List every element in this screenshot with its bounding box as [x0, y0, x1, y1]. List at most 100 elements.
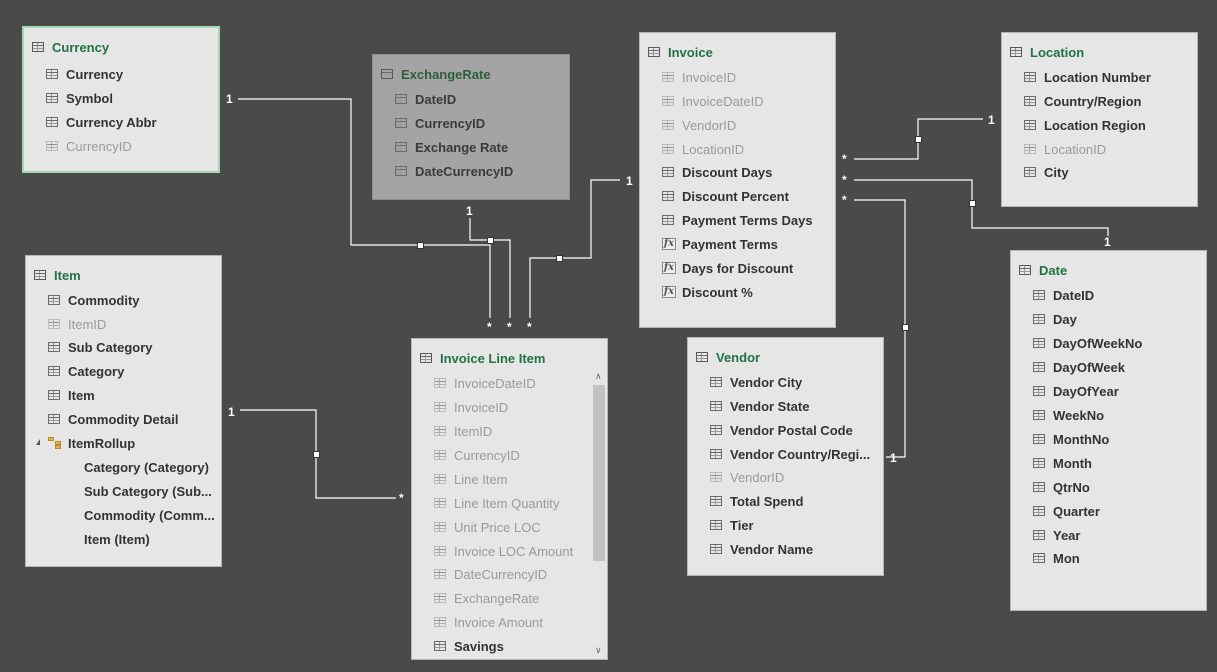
direction-marker[interactable] [417, 242, 424, 249]
column-row[interactable]: DayOfYear [1033, 382, 1119, 400]
table-header[interactable]: Invoice Line Item [420, 349, 545, 367]
direction-marker[interactable] [969, 200, 976, 207]
column-row[interactable]: DayOfWeek [1033, 358, 1125, 376]
column-row[interactable]: Vendor City [710, 373, 802, 391]
column-row[interactable]: Symbol [46, 89, 113, 107]
column-row-hidden[interactable]: ExchangeRate [434, 589, 539, 607]
column-row-hidden[interactable]: CurrencyID [434, 446, 520, 464]
scroll-down-icon[interactable]: ∨ [595, 645, 602, 655]
column-row[interactable]: MonthNo [1033, 430, 1109, 448]
table-header[interactable]: Item [34, 266, 81, 284]
column-row[interactable]: Payment Terms Days [662, 211, 813, 229]
column-row-hidden[interactable]: InvoiceDateID [434, 374, 536, 392]
column-row-hidden[interactable]: LocationID [1024, 140, 1106, 158]
table-header[interactable]: Location [1010, 43, 1084, 61]
column-name: Payment Terms [682, 236, 778, 252]
column-row[interactable]: Discount Days [662, 163, 772, 181]
table-column-icon [434, 402, 446, 412]
column-row[interactable]: Vendor Postal Code [710, 421, 853, 439]
column-row-hidden[interactable]: VendorID [662, 116, 736, 134]
vertical-scrollbar[interactable]: ∧ ∨ [592, 369, 606, 658]
column-row-hidden[interactable]: Line Item Quantity [434, 494, 560, 512]
column-row[interactable]: Quarter [1033, 502, 1100, 520]
column-row-hidden[interactable]: Invoice Amount [434, 613, 543, 631]
scrollbar-thumb[interactable] [593, 385, 605, 561]
column-row-hidden[interactable]: InvoiceID [662, 68, 736, 86]
column-row-hidden[interactable]: InvoiceDateID [662, 92, 764, 110]
column-name: DateID [1053, 287, 1095, 303]
hierarchy-level[interactable]: Commodity (Comm... [84, 506, 215, 524]
column-row[interactable]: Sub Category [48, 338, 153, 356]
column-row-hidden[interactable]: InvoiceID [434, 398, 508, 416]
column-row[interactable]: Currency [46, 65, 123, 83]
column-row[interactable]: Vendor Name [710, 540, 813, 558]
table-currency[interactable]: Currency Currency Symbol Currency Abbr C… [22, 26, 220, 173]
table-header[interactable]: Currency [32, 38, 109, 56]
column-row[interactable]: Mon [1033, 549, 1080, 567]
column-row[interactable]: Location Region [1024, 116, 1146, 134]
column-row[interactable]: DateID [395, 90, 456, 108]
table-header[interactable]: Invoice [648, 43, 713, 61]
direction-marker[interactable] [487, 237, 494, 244]
hierarchy-level[interactable]: Item (Item) [84, 530, 150, 548]
column-row[interactable]: City [1024, 163, 1069, 181]
column-row[interactable]: QtrNo [1033, 478, 1090, 496]
hierarchy-level[interactable]: Category (Category) [84, 458, 209, 476]
column-row[interactable]: DayOfWeekNo [1033, 334, 1142, 352]
column-row-hidden[interactable]: LocationID [662, 140, 744, 158]
column-row[interactable]: Category [48, 362, 124, 380]
column-row[interactable]: Currency Abbr [46, 113, 157, 131]
column-row[interactable]: Country/Region [1024, 92, 1142, 110]
direction-marker[interactable] [915, 136, 922, 143]
direction-marker[interactable] [556, 255, 563, 262]
column-row-hidden[interactable]: ItemID [48, 315, 106, 333]
table-invoice-line-item[interactable]: Invoice Line Item InvoiceDateID InvoiceI… [411, 338, 608, 660]
table-date[interactable]: Date DateID Day DayOfWeekNo DayOfWeek Da… [1010, 250, 1207, 611]
column-row[interactable]: Vendor Country/Regi... [710, 445, 870, 463]
column-row[interactable]: CurrencyID [395, 114, 485, 132]
column-row-hidden[interactable]: ItemID [434, 422, 492, 440]
column-row[interactable]: Commodity Detail [48, 410, 179, 428]
column-row[interactable]: DateCurrencyID [395, 162, 513, 180]
column-row[interactable]: Tier [710, 516, 754, 534]
direction-marker[interactable] [313, 451, 320, 458]
column-row[interactable]: Commodity [48, 291, 140, 309]
table-location[interactable]: Location Location Number Country/Region … [1001, 32, 1198, 207]
column-row[interactable]: Exchange Rate [395, 138, 508, 156]
column-row-hidden[interactable]: Unit Price LOC [434, 518, 541, 536]
column-row-hidden[interactable]: Line Item [434, 470, 507, 488]
column-row[interactable]: DateID [1033, 286, 1094, 304]
column-row[interactable]: Discount Percent [662, 187, 789, 205]
column-name: InvoiceDateID [682, 93, 764, 109]
hierarchy-row[interactable]: ItemRollup [36, 434, 135, 452]
collapse-triangle-icon[interactable] [36, 439, 40, 445]
column-row[interactable]: Day [1033, 310, 1077, 328]
column-row[interactable]: Year [1033, 526, 1080, 544]
column-row-hidden[interactable]: VendorID [710, 468, 784, 486]
column-row-hidden[interactable]: CurrencyID [46, 137, 132, 155]
table-header[interactable]: Date [1019, 261, 1067, 279]
column-row[interactable]: Location Number [1024, 68, 1151, 86]
column-row[interactable]: Total Spend [710, 492, 803, 510]
column-row-hidden[interactable]: Invoice LOC Amount [434, 542, 573, 560]
column-row[interactable]: Month [1033, 454, 1092, 472]
table-header[interactable]: Vendor [696, 348, 760, 366]
table-exchangerate[interactable]: ExchangeRate DateID CurrencyID Exchange … [372, 54, 570, 200]
column-row[interactable]: WeekNo [1033, 406, 1104, 424]
column-row[interactable]: Item [48, 386, 95, 404]
column-name: Location Number [1044, 69, 1151, 85]
table-header[interactable]: ExchangeRate [381, 65, 491, 83]
scroll-up-icon[interactable]: ∧ [595, 371, 602, 381]
direction-marker[interactable] [902, 324, 909, 331]
column-row-hidden[interactable]: DateCurrencyID [434, 565, 547, 583]
column-row[interactable]: Savings [434, 637, 504, 655]
table-item[interactable]: Item Commodity ItemID Sub Category Categ… [25, 255, 222, 567]
table-column-icon [1033, 386, 1045, 396]
table-invoice[interactable]: Invoice InvoiceID InvoiceDateID VendorID… [639, 32, 836, 328]
table-vendor[interactable]: Vendor Vendor City Vendor State Vendor P… [687, 337, 884, 576]
column-row[interactable]: Vendor State [710, 397, 809, 415]
hierarchy-level[interactable]: Sub Category (Sub... [84, 482, 212, 500]
